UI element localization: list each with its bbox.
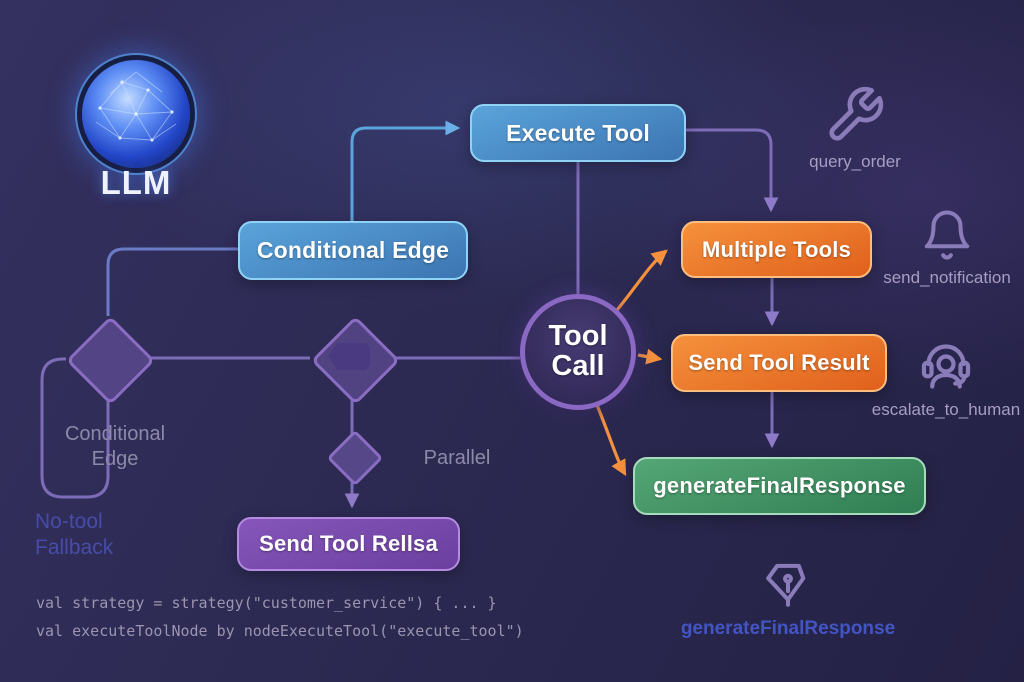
no-tool-fallback-line1: No-tool <box>35 510 103 533</box>
tool-label-escalate-to-human: escalate_to_human <box>871 400 1021 419</box>
llm-label: LLM <box>100 164 172 201</box>
llm-sphere-icon <box>82 60 190 168</box>
tool-label-send-notification: send_notification <box>883 268 1011 287</box>
headset-icon <box>921 344 971 389</box>
node-conditional-edge: Conditional Edge <box>238 221 468 280</box>
edge-conditional-to-execute <box>350 120 461 221</box>
quill-icon <box>766 563 806 607</box>
bell-icon <box>924 210 970 260</box>
tool-entry-escalate-to-human: escalate_to_human <box>858 334 1024 420</box>
code-line-1: val strategy = strategy("customer_servic… <box>36 594 497 612</box>
tool-call-line1: Tool <box>548 320 608 353</box>
conditional-edge-annotation: Conditional Edge <box>40 422 190 472</box>
tool-label-query-order: query_order <box>809 152 901 171</box>
tool-entry-query-order: query_order <box>790 84 920 172</box>
edge-conditional-to-left-diamond <box>106 247 238 316</box>
node-execute-tool: Execute Tool <box>470 104 686 162</box>
node-generate-final-response: generateFinalResponse <box>633 457 926 515</box>
edge-no-tool-fallback-loop <box>40 357 110 499</box>
node-tool-call: Tool Call <box>520 294 636 410</box>
conditional-edge-annotation-line2: Edge <box>91 448 139 470</box>
wrench-icon <box>829 86 884 141</box>
code-line-2: val executeToolNode by nodeExecuteTool("… <box>36 622 524 640</box>
edge-tool-call-to-final <box>595 404 627 477</box>
edge-tool-call-to-send-result <box>637 348 663 365</box>
node-conditional-edge-label: Conditional Edge <box>256 237 450 263</box>
llm-sphere-mesh <box>95 71 177 142</box>
no-tool-fallback-line2: Fallback <box>35 536 114 560</box>
tool-entry-send-notification: send_notification <box>862 208 1024 288</box>
tool-call-glyph-icon <box>328 343 370 370</box>
conditional-edge-annotation-line1: Conditional <box>64 423 166 445</box>
node-generate-final-response-label: generateFinalResponse <box>653 473 906 498</box>
tool-entry-generate-final-response: generateFinalResponse <box>664 558 912 640</box>
node-send-tool-fallback-label: Send Tool Rellsa <box>259 531 438 556</box>
edge-execute-to-multiple-tools <box>685 128 779 213</box>
no-tool-fallback-annotation: No-tool Fallback <box>35 509 175 562</box>
parallel-annotation: Parallel <box>423 447 491 469</box>
node-send-tool-fallback: Send Tool Rellsa <box>237 517 460 571</box>
tool-label-generate-final-response: generateFinalResponse <box>680 618 896 639</box>
node-multiple-tools-label: Multiple Tools <box>701 236 852 262</box>
node-send-tool-result-label: Send Tool Result <box>688 350 870 375</box>
node-multiple-tools: Multiple Tools <box>681 221 872 278</box>
tool-call-line2: Call <box>551 350 605 382</box>
node-execute-tool-label: Execute Tool <box>506 119 650 146</box>
edge-tool-call-to-multiple-tools <box>610 249 668 318</box>
node-send-tool-result: Send Tool Result <box>671 334 887 392</box>
